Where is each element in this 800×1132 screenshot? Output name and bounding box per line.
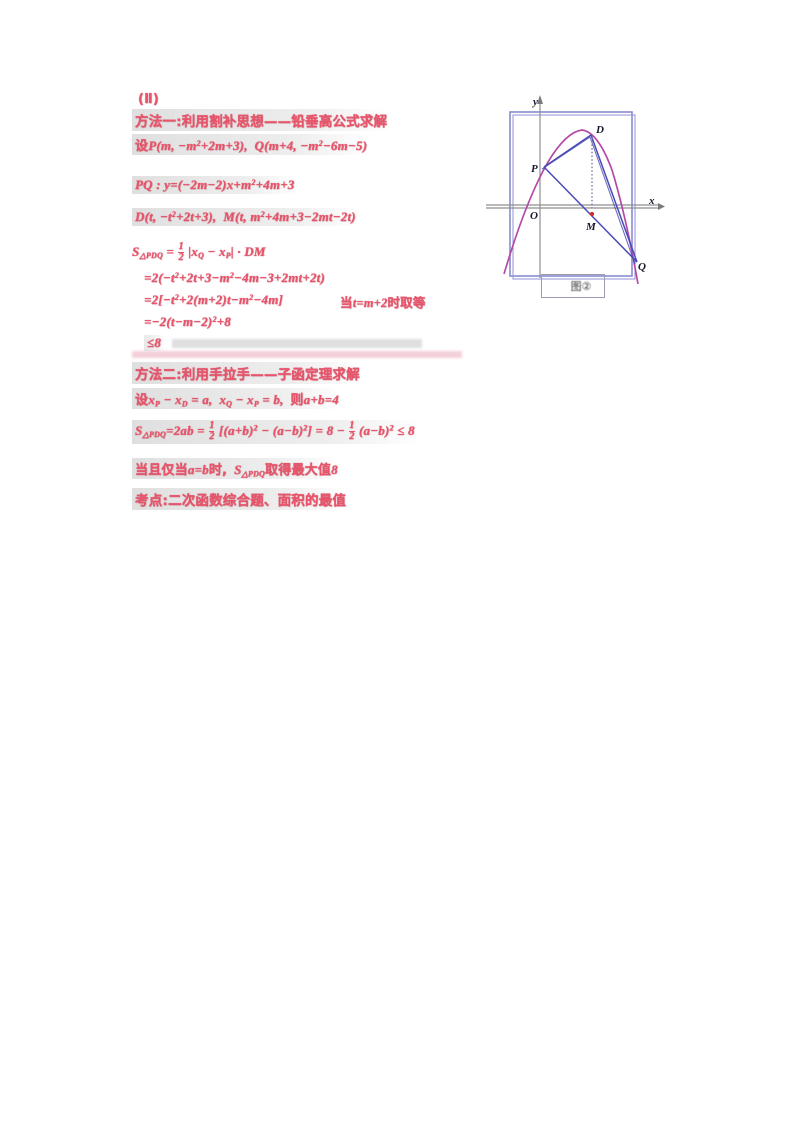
figure-svg: y x O P D M Q — [486, 95, 665, 285]
set-points-equation: 设P(m, −m2+2m+3), Q(m+4, −m2−6m−5) — [132, 134, 371, 155]
area-expansion-1: =2(−t2+2t+3−m2−4m−3+2mt+2t) — [144, 270, 325, 285]
y-axis — [537, 95, 543, 278]
label-y-axis: y — [531, 96, 538, 108]
geometry-figure: y x O P D M Q 图② — [486, 92, 666, 312]
area-expansion-3: =−2(t−m−2)2+8 — [144, 314, 231, 329]
point-m-marker — [589, 211, 595, 217]
triangle-pdq — [541, 134, 638, 265]
set-ab-equation: 设xP − xD = a, xQ − xP = b, 则a+b=4 — [132, 388, 342, 410]
label-x-axis: x — [648, 195, 655, 207]
figure-caption-box — [541, 274, 605, 298]
part-label: (Ⅱ) — [138, 92, 160, 107]
figure-rect-outline — [509, 111, 636, 280]
parabola-curve — [503, 129, 639, 285]
label-point-q: Q — [638, 261, 646, 273]
conclusion-line: 当且仅当a=b时, S△PDQ取得最大值8 — [132, 458, 341, 480]
label-point-p: P — [531, 163, 538, 175]
area-equality-note: 当t=m+2时取等 — [340, 295, 426, 310]
highlight-band-pink — [132, 351, 462, 358]
method-two-heading: 方法二:利用手拉手——子函定理求解 — [132, 362, 363, 384]
key-points-line: 考点:二次函数综合题、面积的最值 — [132, 488, 350, 510]
label-point-m: M — [585, 221, 597, 233]
area-maximum: ≤8 — [144, 335, 165, 351]
highlight-band-gray — [172, 339, 422, 348]
method-one-heading: 方法一:利用割补思想——铅垂高公式求解 — [132, 109, 391, 131]
line-pq-equation: PQ : y=(−2m−2)x+m2+4m+3 — [132, 176, 298, 194]
set-points-math: P(m, −m2+2m+3), Q(m+4, −m2−6m−5) — [148, 138, 368, 153]
x-axis — [486, 203, 665, 210]
area-expansion-2: =2[−t2+2(m+2)t−m2−4m] — [144, 292, 284, 307]
points-d-m-equation: D(t, −t2+2t+3), M(t, m2+4m+3−2mt−2t) — [132, 208, 359, 226]
figure-caption: 图② — [570, 280, 592, 293]
label-point-d: D — [595, 124, 604, 136]
label-origin: O — [530, 210, 538, 222]
